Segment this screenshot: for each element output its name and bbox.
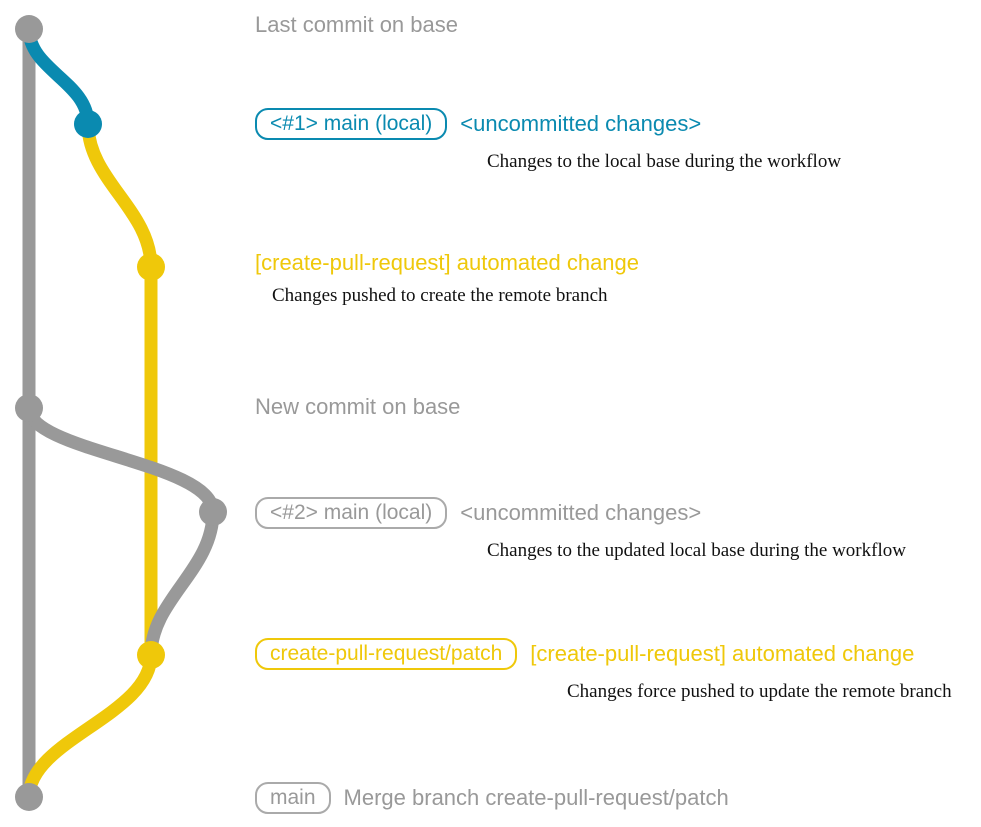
ref-badge-main-local-1[interactable]: <#1> main (local) xyxy=(255,108,448,140)
commit-row-last-commit-on-base: Last commit on base xyxy=(255,14,458,36)
commit-subject: Last commit on base xyxy=(255,12,458,37)
commit-description: Changes to the updated local base during… xyxy=(487,540,906,561)
commit-row-automated-change-force: create-pull-request/patch [create-pull-r… xyxy=(255,638,952,701)
commit-subject: <uncommitted changes> xyxy=(460,111,702,136)
commit-row-merge-branch: main Merge branch create-pull-request/pa… xyxy=(255,782,729,814)
commit-subject: New commit on base xyxy=(255,394,461,419)
commit-row-headline-line: <#1> main (local) <uncommitted changes> xyxy=(255,108,701,140)
ref-badge-create-pull-request-patch[interactable]: create-pull-request/patch xyxy=(255,638,518,670)
ref-badge-main[interactable]: main xyxy=(255,782,331,814)
commit-row-local-changes-1: <#1> main (local) <uncommitted changes> … xyxy=(255,108,841,171)
commit-description: Changes to the local base during the wor… xyxy=(487,151,842,172)
commit-subject: [create-pull-request] automated change xyxy=(255,250,640,275)
commit-subject: <uncommitted changes> xyxy=(460,500,702,525)
commit-row-headline-line: main Merge branch create-pull-request/pa… xyxy=(255,782,729,814)
commit-row-headline-line: [create-pull-request] automated change xyxy=(255,252,639,274)
ref-badge-main-local-2[interactable]: <#2> main (local) xyxy=(255,497,448,529)
commit-subject: [create-pull-request] automated change xyxy=(530,641,915,666)
commit-row-new-commit-on-base: New commit on base xyxy=(255,396,460,418)
commit-row-automated-change-create: [create-pull-request] automated change C… xyxy=(255,252,639,306)
commit-description: Changes pushed to create the remote bran… xyxy=(272,285,608,306)
commit-row-local-changes-2: <#2> main (local) <uncommitted changes> … xyxy=(255,497,906,560)
commit-subject: Merge branch create-pull-request/patch xyxy=(343,785,729,810)
commit-row-headline-line: create-pull-request/patch [create-pull-r… xyxy=(255,638,914,670)
commit-row-headline-line: New commit on base xyxy=(255,396,460,418)
commit-row-headline-line: <#2> main (local) <uncommitted changes> xyxy=(255,497,701,529)
commit-row-headline-line: Last commit on base xyxy=(255,14,458,36)
commit-description: Changes force pushed to update the remot… xyxy=(567,681,952,702)
